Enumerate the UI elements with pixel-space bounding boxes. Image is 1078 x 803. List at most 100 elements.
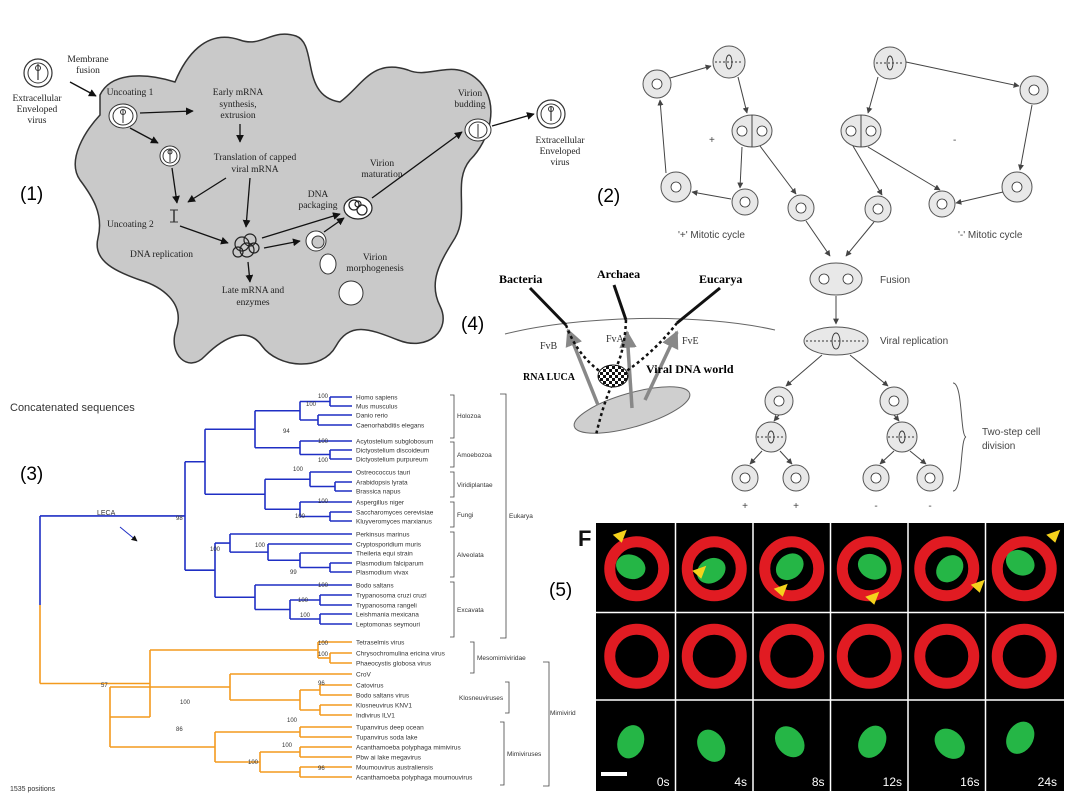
taxon-label: Acanthamoeba polyphaga moumouvirus	[356, 775, 473, 782]
time-label: 16s	[960, 775, 979, 789]
micrograph-tile	[681, 623, 747, 689]
taxon-label: Trypanosoma cruzi cruzi	[356, 593, 427, 600]
bootstrap-value: 100	[318, 458, 329, 464]
taxon-label: Dictyostelium purpureum	[356, 457, 428, 464]
early-mrna-line2: synthesis,	[219, 100, 256, 110]
red-ring	[991, 623, 1057, 689]
arrow-replication-packaging	[261, 212, 341, 239]
micrograph-tile	[836, 623, 902, 689]
bootstrap-value: 100	[318, 652, 329, 658]
plus-mitotic-cycle: '+' Mitotic cycle	[678, 230, 745, 241]
taxon-label: Perkinsus marinus	[356, 532, 410, 539]
taxon-label: Leptomonas seymouri	[356, 622, 420, 629]
taxon-label: CroV	[356, 672, 371, 679]
rna-luca-label: RNA LUCA	[523, 372, 576, 383]
panel-4-three-domains: (4) Bacteria Archaea Eucarya FvB FvA FvE…	[461, 267, 776, 436]
green-signal	[934, 728, 965, 759]
domain-boundary-curve	[504, 317, 776, 335]
group-mesomimiviridae: Mesomimiviridae	[477, 655, 526, 662]
bootstrap-value: 99	[290, 570, 297, 576]
bootstrap-value: 98	[176, 516, 183, 522]
panel-4-label: (4)	[461, 314, 484, 335]
bottom-sign-2: +	[793, 501, 799, 512]
taxon-label: Bodo saltans virus	[356, 693, 410, 700]
translation-line1: Translation of capped	[214, 152, 297, 163]
bootstrap-value: 96	[318, 681, 325, 687]
taxon-label: Cryptosporidium muris	[356, 542, 422, 549]
panel-2-label: (2)	[597, 186, 620, 207]
cycle-cells	[642, 45, 1049, 492]
morphogenesis-vesicles	[319, 253, 364, 306]
virion-core	[159, 145, 181, 167]
extracellular-right-line3: virus	[551, 158, 570, 168]
virion-morphogenesis-line2: morphogenesis	[346, 264, 404, 274]
virion-budding-line1: Virion	[458, 89, 482, 99]
taxon-label: Plasmodium vivax	[356, 570, 409, 577]
yellow-arrowhead	[1046, 529, 1061, 543]
taxon-label: Dictyostelium discoideum	[356, 448, 429, 455]
micrograph-tile	[836, 536, 902, 605]
leca-label: LECA	[97, 510, 116, 517]
extracellular-right-line2: Enveloped	[540, 147, 581, 157]
dna-replication-tangle	[232, 233, 260, 258]
taxon-label: Caenorhabditis elegans	[356, 423, 425, 430]
micrograph-tile	[934, 728, 965, 759]
cycle-nuclei	[651, 78, 1040, 484]
virion-uncoating1	[108, 103, 138, 129]
bootstrap-value: 94	[283, 429, 290, 435]
spindle-marks	[715, 54, 916, 444]
red-ring	[914, 536, 980, 602]
two-step-line2: division	[982, 441, 1015, 452]
micrograph-tile	[991, 623, 1057, 689]
leca-arrow	[119, 526, 138, 542]
bootstrap-value: 96	[318, 766, 325, 772]
bootstrap-value: 100	[293, 467, 304, 473]
green-signal	[936, 555, 964, 583]
domain-lines	[528, 284, 721, 327]
panel-2-mitotic-cycle: (2)	[597, 45, 1049, 512]
green-signal	[616, 554, 646, 580]
taxon-label: Plasmodium falciparum	[356, 561, 424, 568]
translation-line2: viral mRNA	[231, 165, 278, 175]
membrane-fusion-line2: fusion	[76, 65, 100, 76]
yellow-arrowhead	[773, 583, 788, 597]
extracellular-right-line1: Extracellular	[535, 136, 585, 146]
green-signal	[1006, 721, 1035, 754]
taxon-label: Indivirus ILV1	[356, 713, 395, 720]
micrograph-tile	[914, 536, 985, 602]
positions-note: 1535 positions	[10, 786, 56, 793]
bootstrap-value: 100	[295, 514, 306, 520]
group-fungi: Fungi	[457, 512, 473, 519]
group-excavata: Excavata	[457, 607, 484, 614]
red-ring	[914, 623, 980, 689]
late-mrna-line1: Late mRNA and	[222, 286, 285, 296]
taxon-label: Pbw ai lake megavirus	[356, 755, 422, 762]
time-label: 0s	[657, 775, 670, 789]
bootstrap-value: 100	[287, 718, 298, 724]
bootstrap-value: 100	[306, 402, 317, 408]
dna-packaging-line1: DNA	[308, 190, 329, 200]
taxon-label: Aspergillus niger	[356, 500, 405, 507]
viral-replication-label: Viral replication	[880, 336, 948, 347]
arrow-uncoat1-core	[129, 127, 159, 144]
virion-maturation-line2: maturation	[361, 170, 402, 180]
arrow-budding-exit	[491, 112, 535, 127]
yellow-arrowhead	[865, 591, 880, 605]
crescent-immature	[305, 230, 327, 252]
micrograph-tile	[697, 729, 726, 762]
micrograph-tile	[991, 529, 1061, 602]
green-signal	[1005, 549, 1035, 576]
late-mrna-line2: enzymes	[236, 298, 270, 308]
group-klosneuviruses: Klosneuviruses	[459, 695, 504, 702]
taxon-label: Tupanvirus deep ocean	[356, 725, 424, 732]
virion-maturation-line1: Virion	[370, 159, 394, 169]
eucarya-label: Eucarya	[699, 272, 742, 286]
arrow-uncoat2-replication	[179, 225, 229, 245]
taxon-label: Homo sapiens	[356, 395, 398, 402]
panel-1-label: (1)	[20, 184, 43, 205]
arrow-replication-crescent	[263, 238, 301, 249]
green-signal	[857, 553, 887, 580]
